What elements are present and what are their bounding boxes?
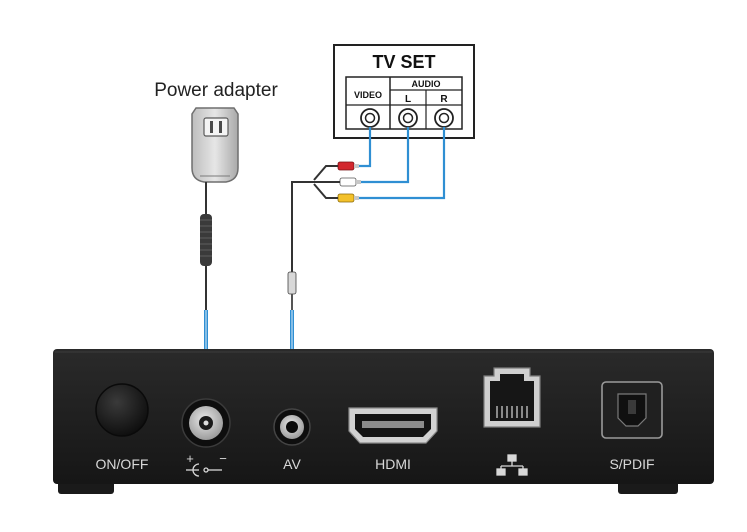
video-label: VIDEO (354, 90, 382, 100)
audio-left-label: L (405, 94, 411, 105)
audio-label: AUDIO (412, 79, 441, 89)
dc-polarity-icon (186, 463, 222, 477)
dc-minus-label: − (219, 451, 227, 466)
spdif-port (601, 381, 663, 439)
hdmi-port (348, 407, 438, 444)
tv-cable-lines (358, 127, 446, 200)
dc-plus-label: + (186, 451, 194, 466)
spdif-label: S/PDIF (609, 456, 654, 472)
av-label: AV (283, 456, 301, 472)
dc-power-jack (181, 398, 231, 448)
power-adapter (191, 107, 239, 183)
tv-set-title: TV SET (372, 52, 435, 72)
network-icon (496, 454, 528, 476)
tv-audio-left-socket (398, 108, 418, 128)
power-button[interactable] (95, 383, 149, 437)
ethernet-port (483, 367, 541, 428)
tv-video-socket (360, 108, 380, 128)
audio-right-label: R (440, 94, 448, 105)
power-adapter-label: Power adapter (154, 80, 278, 101)
rca-plug-white (339, 177, 361, 187)
rca-plug-red (337, 161, 359, 171)
onoff-label: ON/OFF (96, 456, 149, 472)
av-jack (273, 408, 311, 446)
rca-plug-yellow (337, 193, 359, 203)
hdmi-label: HDMI (375, 456, 411, 472)
tv-audio-right-socket (434, 108, 454, 128)
